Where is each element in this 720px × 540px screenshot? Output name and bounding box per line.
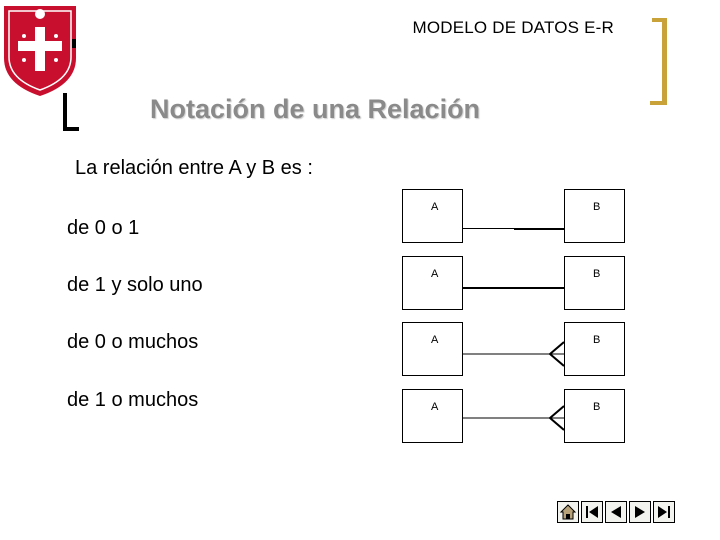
entity-label: B	[593, 334, 601, 346]
decorative-bracket-left-foot	[63, 127, 79, 131]
nav-next-button[interactable]	[629, 501, 651, 523]
entity-label: B	[593, 401, 601, 413]
entity-label: A	[431, 334, 439, 346]
relationship-label: de 0 o muchos	[67, 331, 199, 353]
entity-label: A	[431, 268, 439, 280]
relationship-label: de 1 o muchos	[67, 389, 199, 411]
entity-label: A	[431, 401, 439, 413]
entity-box-b: B	[564, 256, 625, 310]
entity-label: B	[593, 268, 601, 280]
nav-home-button[interactable]	[557, 501, 579, 523]
relationship-label: de 0 o 1	[67, 217, 140, 239]
entity-box-b: B	[564, 389, 625, 443]
entity-label: B	[593, 201, 601, 213]
next-icon	[635, 506, 645, 518]
nav-last-button[interactable]	[653, 501, 675, 523]
first-icon	[586, 506, 598, 518]
decorative-bracket-right-bottom	[650, 101, 667, 105]
home-icon	[559, 504, 577, 520]
decorative-bracket-right-top	[652, 18, 667, 22]
intro-text: La relación entre A y B es :	[75, 157, 313, 179]
last-icon	[658, 506, 670, 518]
previous-icon	[611, 506, 621, 518]
nav-previous-button[interactable]	[605, 501, 627, 523]
entity-box-b: B	[564, 189, 625, 243]
entity-box-a: A	[402, 389, 463, 443]
nav-first-button[interactable]	[581, 501, 603, 523]
slide-title: Notación de una Relación	[150, 94, 481, 124]
university-logo	[4, 6, 76, 96]
relationship-label: de 1 y solo uno	[67, 274, 203, 296]
entity-box-a: A	[402, 189, 463, 243]
relationship-line	[463, 228, 514, 229]
entity-label: A	[431, 201, 439, 213]
relationship-line-thick	[463, 287, 564, 289]
decorative-bracket-mark	[72, 39, 76, 48]
entity-box-b: B	[564, 322, 625, 376]
decorative-bracket-right	[662, 18, 667, 105]
crows-foot-connector	[463, 341, 564, 367]
entity-box-a: A	[402, 322, 463, 376]
decorative-bracket-left	[63, 93, 67, 131]
entity-box-a: A	[402, 256, 463, 310]
relationship-line-thick	[514, 228, 564, 230]
crows-foot-connector	[463, 405, 564, 431]
header-title: MODELO DE DATOS E-R	[412, 18, 614, 37]
